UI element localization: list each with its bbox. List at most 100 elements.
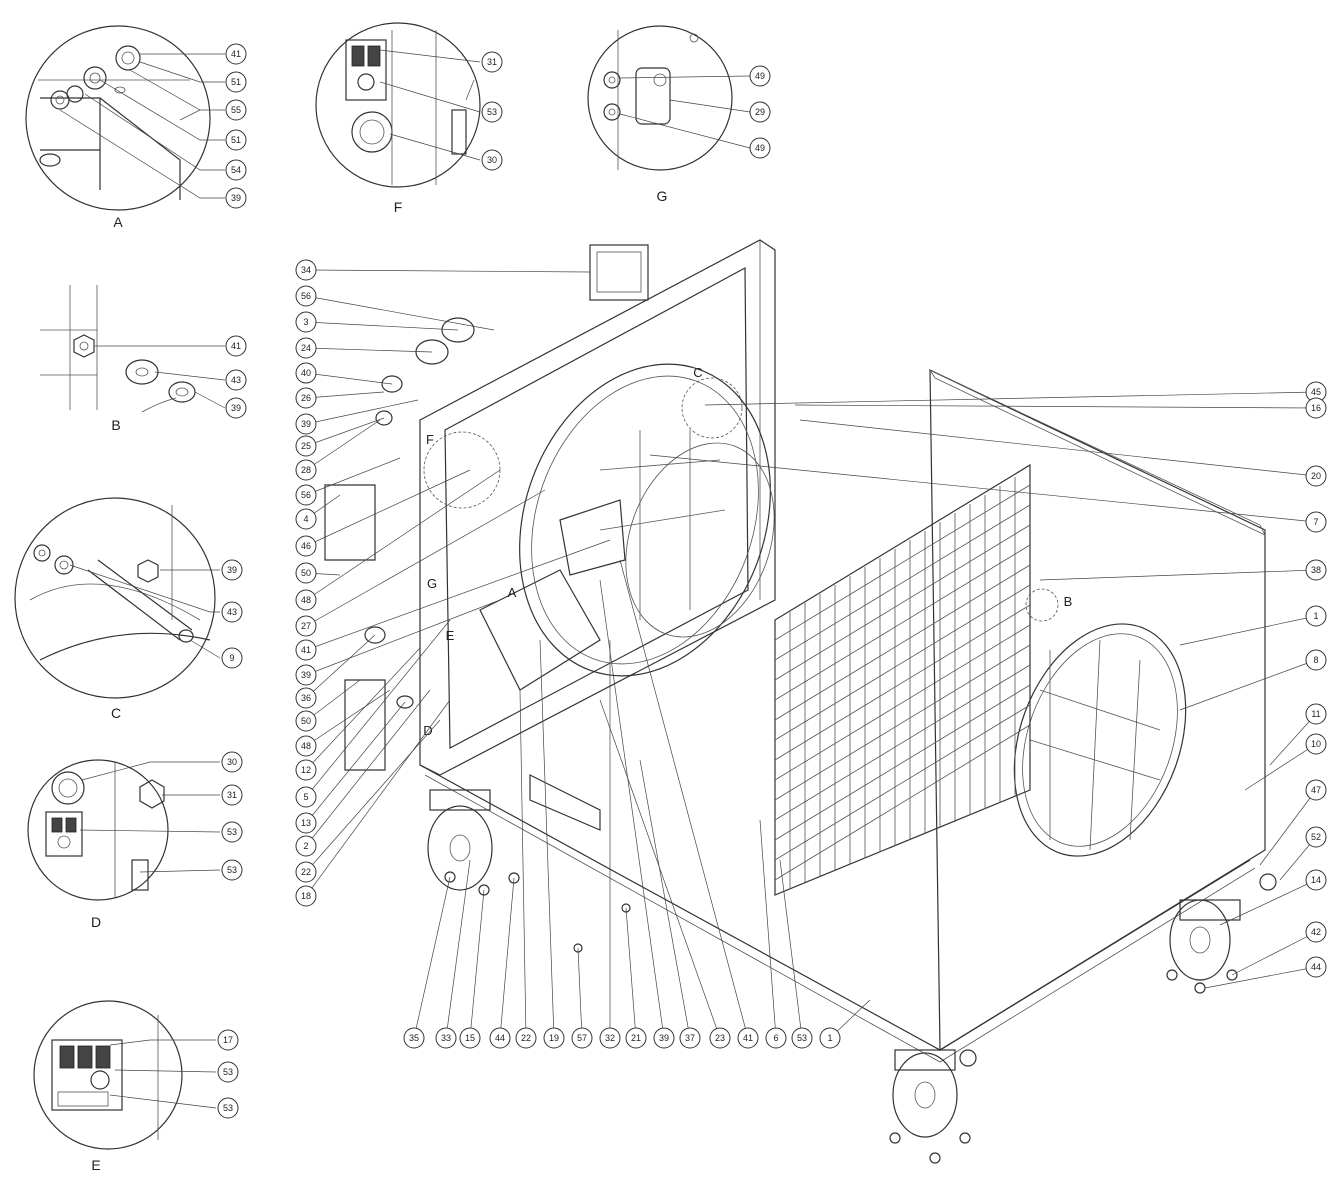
svg-text:17: 17 — [223, 1035, 233, 1045]
svg-text:53: 53 — [223, 1103, 233, 1113]
callout-number: 24 — [301, 343, 311, 353]
callout-leader — [799, 419, 1317, 477]
callout-leader — [1039, 569, 1317, 581]
callout: 9 — [221, 647, 243, 669]
callout-leader — [704, 391, 1317, 406]
svg-text:55: 55 — [231, 105, 241, 115]
callout-number: 56 — [301, 490, 311, 500]
callout-bubble — [295, 259, 317, 281]
callout-bubble — [709, 1027, 731, 1049]
callout: 41 — [225, 43, 247, 65]
callout-bubble — [737, 1027, 759, 1049]
callout: 43 — [221, 601, 243, 623]
callout-bubble — [1305, 605, 1327, 627]
callout: 53 — [221, 859, 243, 881]
callout-number: 34 — [301, 265, 311, 275]
callout-bubble — [295, 459, 317, 481]
callout: 53 — [217, 1061, 239, 1083]
callout: 5 — [295, 619, 451, 808]
callout: 32 — [599, 640, 621, 1049]
callout-leader — [305, 489, 546, 627]
ref-label-a: A — [508, 585, 517, 600]
callout-leader — [794, 404, 1317, 409]
callout: 31 — [481, 51, 503, 73]
svg-text:49: 49 — [755, 71, 765, 81]
callout-number: 39 — [659, 1033, 669, 1043]
callout-number: 45 — [1311, 387, 1321, 397]
callout: 41 — [295, 539, 611, 661]
callout: 41 — [619, 559, 759, 1049]
svg-text:43: 43 — [227, 607, 237, 617]
callout-bubble — [1305, 956, 1327, 978]
callout: 25 — [295, 417, 385, 457]
callout: 43 — [225, 369, 247, 391]
callout-leader — [599, 699, 721, 1039]
callout-leader — [305, 457, 401, 496]
callout: 15 — [459, 889, 485, 1049]
callout: 48 — [295, 469, 501, 611]
callout-bubble — [435, 1027, 457, 1049]
detail-a: A 41 51 55 51 54 39 — [25, 25, 247, 230]
callout: 52 — [1279, 826, 1327, 881]
detail-b: B 41 43 39 — [40, 285, 247, 433]
callout-number: 41 — [743, 1033, 753, 1043]
callout: 37 — [639, 759, 701, 1049]
callout: 50 — [295, 679, 361, 732]
callout-number: 32 — [605, 1033, 615, 1043]
callout: 44 — [1204, 956, 1327, 989]
callout: 51 — [225, 71, 247, 93]
callout-number: 25 — [301, 441, 311, 451]
callout-number: 40 — [301, 368, 311, 378]
callout: 1 — [819, 999, 871, 1049]
callout-bubble — [295, 435, 317, 457]
callout-leader — [413, 876, 451, 1039]
callout-number: 56 — [301, 291, 311, 301]
callout-leader — [305, 599, 501, 676]
callout: 13 — [295, 701, 406, 834]
callout: 57 — [571, 947, 593, 1049]
callout-number: 41 — [301, 645, 311, 655]
callout-bubble — [295, 812, 317, 834]
callout: 35 — [403, 876, 451, 1049]
callout: 49 — [749, 137, 771, 159]
callout-number: 39 — [301, 419, 311, 429]
main-callouts: 3456324402639252856446504827413936504812… — [295, 259, 1327, 1049]
callout: 56 — [295, 285, 495, 331]
svg-text:53: 53 — [223, 1067, 233, 1077]
callout-bubble — [295, 687, 317, 709]
callout-leader — [305, 347, 433, 353]
callout-number: 35 — [409, 1033, 419, 1043]
callout-bubble — [543, 1027, 565, 1049]
detail-g: G 49 29 49 — [587, 25, 771, 204]
callout-bubble — [571, 1027, 593, 1049]
callout: 24 — [295, 337, 433, 359]
callout: 20 — [799, 419, 1327, 487]
callout-number: 52 — [1311, 832, 1321, 842]
callout-number: 15 — [465, 1033, 475, 1043]
callout-leader — [639, 759, 691, 1039]
callout: 7 — [649, 454, 1327, 533]
callout: 53 — [481, 101, 503, 123]
callout: 2 — [295, 689, 431, 857]
callout-bubble — [679, 1027, 701, 1049]
callout-bubble — [1305, 465, 1327, 487]
callout-leader — [305, 391, 385, 399]
callout-leader — [1269, 713, 1317, 766]
callout-bubble — [295, 311, 317, 333]
callout-leader — [1204, 966, 1317, 989]
callout: 22 — [295, 719, 441, 883]
callout-number: 19 — [549, 1033, 559, 1043]
callout-number: 47 — [1311, 785, 1321, 795]
callout-number: 23 — [715, 1033, 725, 1043]
callout-number: 38 — [1311, 565, 1321, 575]
callout-number: 2 — [303, 841, 308, 851]
callout-leader — [519, 689, 527, 1039]
detail-a-label: A — [113, 214, 123, 230]
svg-text:29: 29 — [755, 107, 765, 117]
callout-leader — [305, 679, 361, 722]
callout-leader — [1231, 931, 1317, 976]
callout-bubble — [765, 1027, 787, 1049]
callout: 54 — [225, 159, 247, 181]
callout: 45 — [704, 381, 1327, 406]
svg-text:9: 9 — [229, 653, 234, 663]
